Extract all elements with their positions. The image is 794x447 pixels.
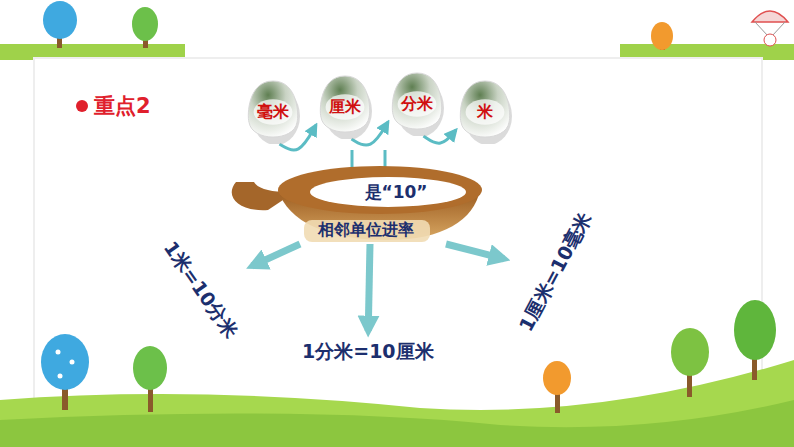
bullet-dot — [76, 100, 88, 112]
unit-name: 分米 — [401, 94, 433, 115]
formula-text: 1分米=10厘米 — [302, 339, 434, 365]
egg-highlight — [466, 99, 505, 125]
tree-dot — [70, 360, 75, 365]
basket-base — [304, 220, 430, 242]
formula-text: 1厘米=10毫米 — [513, 208, 598, 336]
parachute-string — [772, 22, 785, 36]
ratio-value: 是“10” — [365, 181, 428, 204]
tree — [41, 300, 776, 413]
conversion-formula: 1分米=10厘米 — [298, 337, 438, 367]
parachute — [752, 11, 788, 22]
tree-crown — [671, 328, 709, 376]
unit-name: 厘米 — [329, 97, 361, 118]
slide-heading: 重点2 — [94, 92, 151, 120]
conversion-formula: 1厘米=10毫米 — [510, 203, 602, 340]
derive-arrow — [368, 244, 370, 331]
basket-caption: 相邻单位进率 — [318, 220, 414, 241]
grass-hill — [0, 360, 794, 447]
tree-crown — [543, 361, 571, 395]
derive-arrow — [446, 244, 504, 259]
basket-rim — [278, 166, 482, 214]
tree-crown — [734, 300, 776, 360]
tree-crown — [133, 346, 167, 390]
tree-dot — [56, 350, 61, 355]
conversion-formula: 1米=10分米 — [153, 232, 247, 348]
parachute-toy — [752, 11, 788, 46]
slide-card — [34, 58, 762, 430]
egg-body — [392, 73, 441, 129]
ratio-basket: 是“10” 相邻单位进率 — [228, 160, 484, 244]
formula-text: 1米=10分米 — [157, 236, 243, 343]
tree — [43, 1, 673, 50]
tree-dot — [58, 374, 63, 379]
egg-body — [320, 76, 369, 132]
tree-crown — [651, 22, 673, 50]
tree-crown — [43, 1, 77, 39]
tree-crown — [41, 334, 89, 390]
unit-egg: 毫米 — [246, 80, 300, 144]
egg-body — [460, 81, 509, 137]
derive-arrow — [252, 244, 300, 266]
unit-egg: 米 — [458, 80, 512, 144]
grass-hill — [0, 400, 794, 447]
tree-crown — [132, 7, 158, 41]
unit-egg: 厘米 — [318, 75, 372, 139]
egg-highlight — [254, 99, 293, 125]
egg-body — [248, 81, 297, 137]
unit-name: 毫米 — [257, 102, 289, 123]
basket-bowl — [310, 177, 466, 207]
unit-egg: 分米 — [390, 72, 444, 136]
egg-highlight — [398, 91, 437, 117]
parachute-string — [755, 22, 768, 36]
toy-rabbit — [764, 34, 776, 46]
unit-name: 米 — [477, 102, 493, 123]
egg-highlight — [326, 94, 365, 120]
